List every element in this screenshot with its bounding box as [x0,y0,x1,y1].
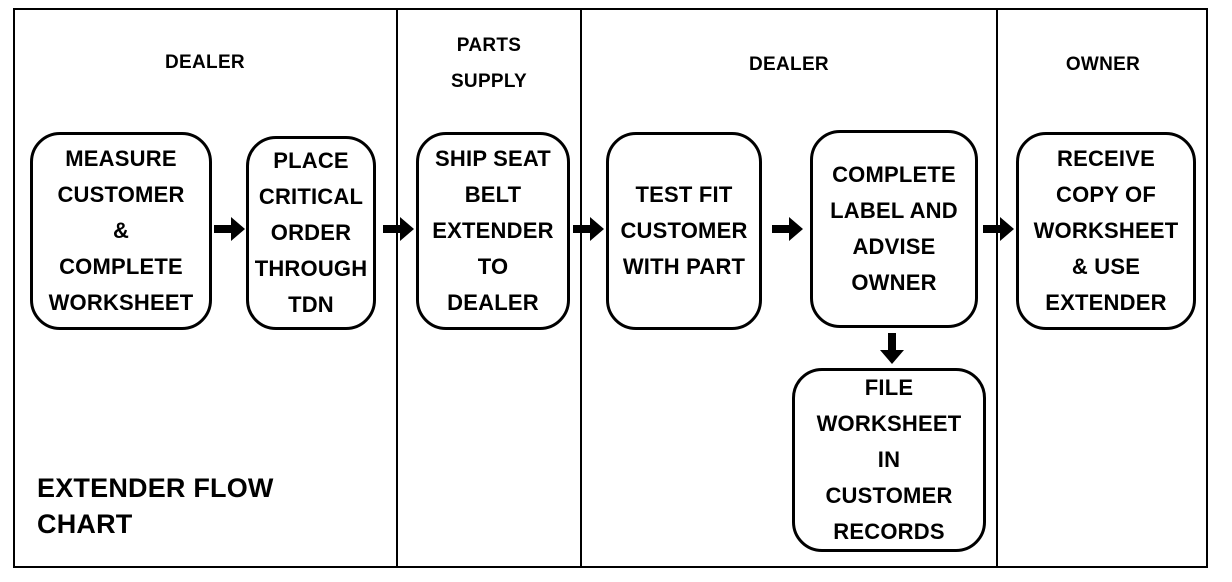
lane-divider [580,8,582,568]
arrow-right-icon [214,217,245,241]
lane-header-dealer: DEALER [749,54,829,75]
step-place-order: PLACE CRITICAL ORDER THROUGH TDN [246,136,376,330]
arrow-right-icon [573,217,604,241]
step-file-worksheet: FILE WORKSHEET IN CUSTOMER RECORDS [792,368,986,552]
step-measure-customer: MEASURE CUSTOMER & COMPLETE WORKSHEET [30,132,212,330]
lane-divider [996,8,998,568]
step-complete-label: COMPLETE LABEL AND ADVISE OWNER [810,130,978,328]
step-test-fit: TEST FIT CUSTOMER WITH PART [606,132,762,330]
arrow-right-icon [983,217,1014,241]
diagram-frame [13,8,1208,568]
chart-title: EXTENDER FLOW CHART [37,473,274,539]
arrow-right-icon [383,217,414,241]
step-receive-copy: RECEIVE COPY OF WORKSHEET & USE EXTENDER [1016,132,1196,330]
lane-header-dealer: DEALER [165,52,245,73]
step-ship-extender: SHIP SEAT BELT EXTENDER TO DEALER [416,132,570,330]
lane-header-parts-supply: PARTS SUPPLY [450,35,528,92]
lane-divider [396,8,398,568]
arrow-right-icon [772,217,803,241]
arrow-down-icon [880,333,904,364]
lane-header-owner: OWNER [1065,54,1141,75]
